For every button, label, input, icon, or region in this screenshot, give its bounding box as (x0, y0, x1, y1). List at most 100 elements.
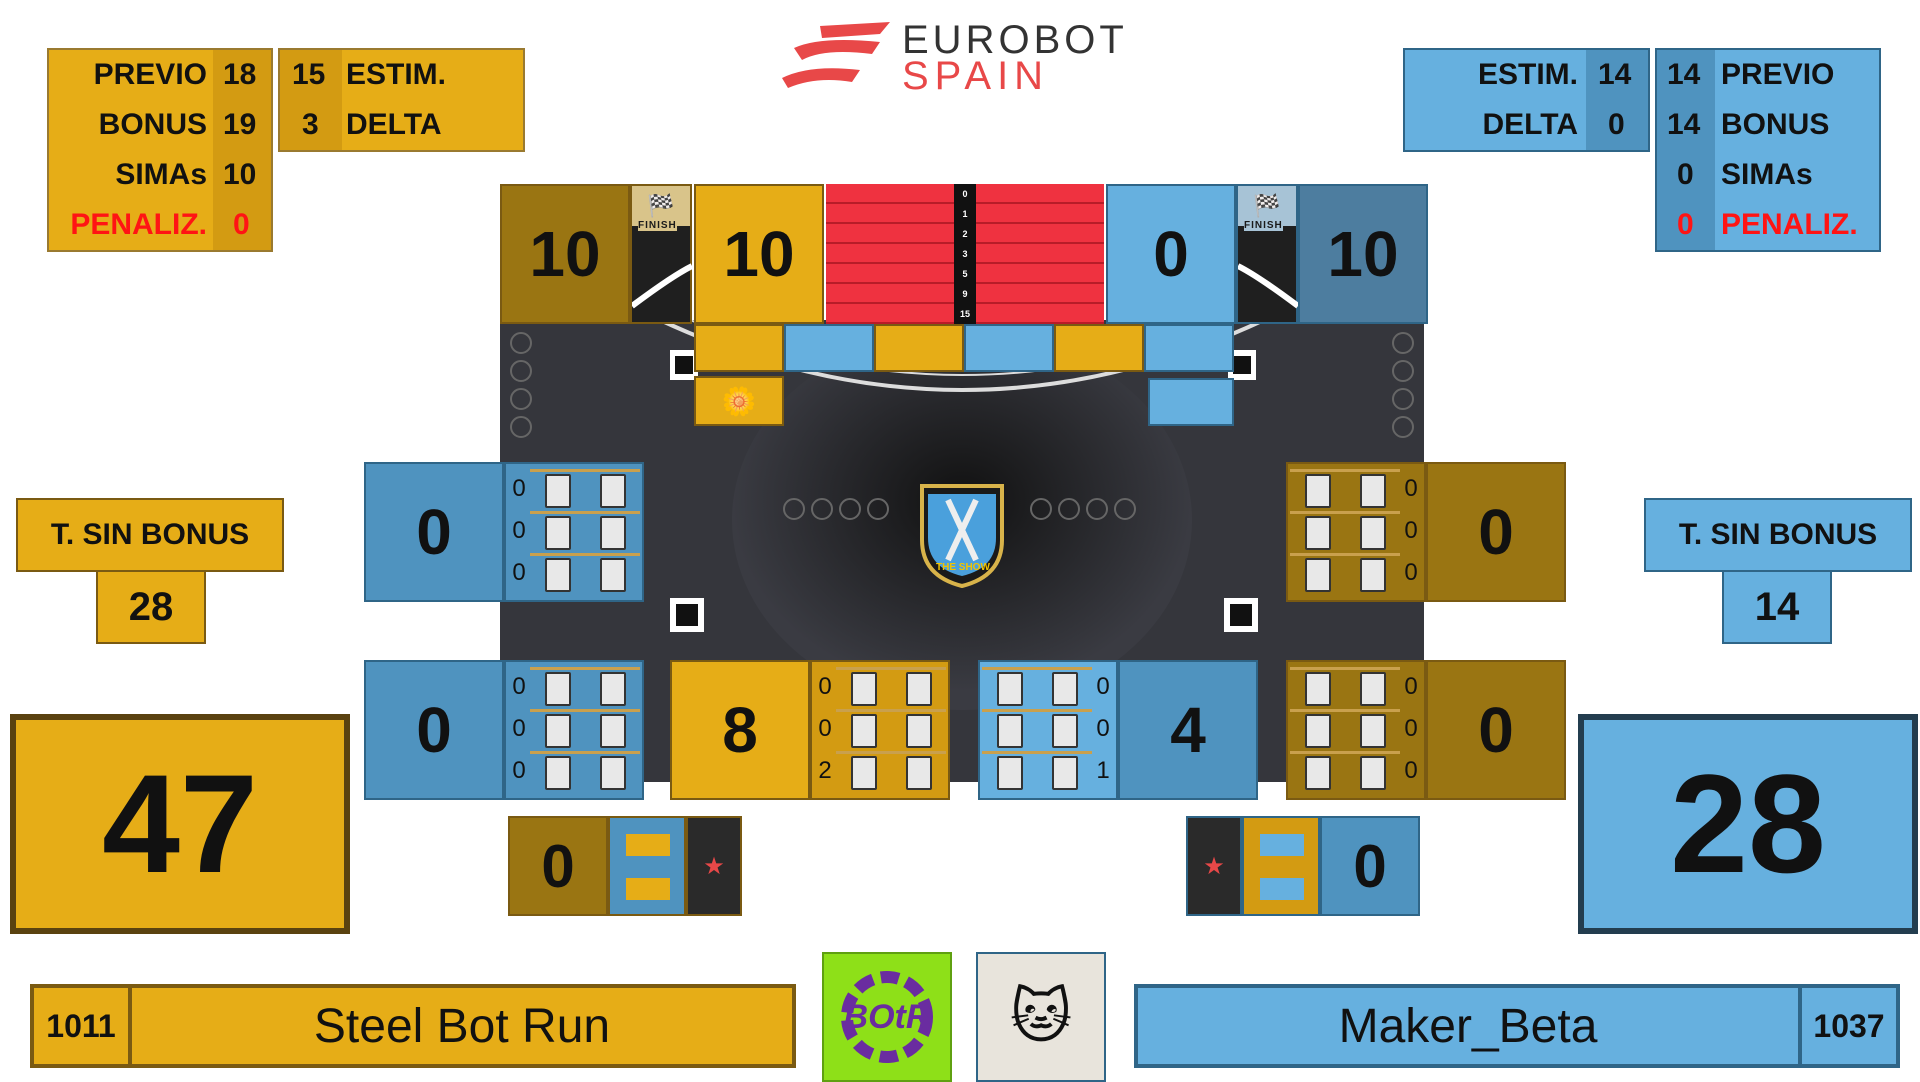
blue-pit-tiles (1242, 816, 1320, 916)
blue-bonus-label: BONUS (1721, 108, 1830, 141)
can-stack-icon (530, 666, 640, 708)
yellow-sin-bonus-label: T. SIN BONUS (16, 498, 284, 572)
tile-blue (784, 324, 874, 372)
can-stack-icon (530, 510, 640, 552)
can-stack-icon (530, 750, 640, 792)
field-logo-text: THE SHOW (936, 562, 990, 573)
can-stack-icon (982, 750, 1092, 792)
tile-yellow (1054, 324, 1144, 372)
blue-team-logo: 🐱 (976, 952, 1106, 1082)
logo-swoosh-icon (782, 22, 890, 88)
yellow-bonus-label: BONUS (98, 108, 207, 141)
blue-mid-zone-score: 4 (1118, 660, 1258, 800)
yellow-banner-score: 10 (694, 184, 824, 324)
blue-stats-panel: 14 PREVIO 14 BONUS 0 SIMAs 0 PENALIZ. (1655, 48, 1881, 252)
field-circles-right (1392, 332, 1414, 438)
yellow-pit-tiles (608, 816, 686, 916)
ladder-tick: 5 (962, 269, 968, 279)
eurobot-logo: EUROBOT SPAIN (780, 18, 1160, 98)
blue-simas-value: 0 (1677, 158, 1694, 191)
blue-total-score: 28 (1578, 714, 1918, 934)
left-top-zone-score: 0 (364, 462, 504, 602)
ladder-ticks: 0 1 2 3 5 9 15 (954, 184, 976, 324)
can-stack-icon (982, 666, 1092, 708)
plant-icon: 🌼 (721, 385, 757, 417)
stack-count: 0 (1404, 559, 1418, 586)
ladder-tick: 0 (962, 189, 968, 199)
stack-count: 0 (818, 715, 832, 742)
stack-count: 0 (1096, 673, 1110, 700)
yellow-delta-label: DELTA (346, 108, 442, 141)
yellow-sin-bonus-value: 28 (96, 570, 206, 644)
finish-flag-icon: 🏁 (1238, 186, 1296, 226)
can-stack-icon (1290, 468, 1400, 510)
ladder-tick: 1 (962, 209, 968, 219)
blue-estim-panel: ESTIM. 14 DELTA 0 (1403, 48, 1650, 152)
can-stack-icon (1290, 552, 1400, 594)
gear-icon (841, 971, 933, 1063)
stack-count: 0 (1404, 757, 1418, 784)
marker-icon (670, 598, 704, 632)
ladder-tick: 2 (962, 229, 968, 239)
yellow-team-name: Steel Bot Run (313, 999, 611, 1053)
blue-mid-stacks: 0 0 1 (978, 660, 1118, 800)
can-stack-icon (982, 708, 1092, 750)
blue-delta-value: 0 (1608, 108, 1625, 141)
can-stack-icon (1290, 750, 1400, 792)
blue-pit-score: 0 (1320, 816, 1420, 916)
marker-icon (670, 350, 698, 380)
can-stack-icon (836, 666, 946, 708)
yellow-backstage-score: 10 (500, 184, 630, 324)
red-ladder-left (826, 184, 954, 324)
mascot-icon: 🐱 (1009, 983, 1073, 1050)
field-circles-mid-left (783, 498, 889, 520)
yellow-estim-label: ESTIM. (346, 58, 447, 91)
blue-team-id: 1037 (1798, 988, 1896, 1064)
finish-label: FINISH (638, 220, 677, 231)
yellow-plant-tile: 🌼 (694, 376, 784, 426)
yellow-previo-label: PREVIO (93, 58, 207, 91)
sponsor-logo-text: BOtR (843, 997, 931, 1036)
right-bottom-zone-score: 0 (1426, 660, 1566, 800)
yellow-bonus-value: 19 (223, 108, 257, 141)
right-top-stacks: 0 0 0 (1286, 462, 1426, 602)
can-stack-icon (1290, 708, 1400, 750)
blue-backstage-score: 10 (1298, 184, 1428, 324)
field-circles-left (510, 332, 532, 438)
yellow-delta-value: 3 (302, 108, 319, 141)
stack-count: 0 (818, 673, 832, 700)
stack-count: 1 (1096, 757, 1110, 784)
stack-count: 0 (512, 559, 526, 586)
blue-penaliz-label: PENALIZ. (1721, 208, 1858, 241)
yellow-estim-panel: 15 ESTIM. 3 DELTA (278, 48, 525, 152)
can-stack-icon (530, 708, 640, 750)
right-top-zone-score: 0 (1426, 462, 1566, 602)
left-bottom-zone-score: 0 (364, 660, 504, 800)
stack-count: 0 (512, 673, 526, 700)
tile-blue (1144, 324, 1234, 372)
left-bottom-stacks: 0 0 0 (504, 660, 644, 800)
blue-sin-bonus-value: 14 (1722, 570, 1832, 644)
stack-count: 0 (512, 757, 526, 784)
tile-yellow (694, 324, 784, 372)
red-ladder-right (976, 184, 1104, 324)
can-stack-icon (836, 708, 946, 750)
ladder-tick: 9 (962, 289, 968, 299)
logo-line1: EUROBOT (902, 18, 1128, 62)
can-stack-icon (1290, 666, 1400, 708)
blue-estim-label: ESTIM. (1477, 58, 1578, 91)
shield-icon (920, 484, 1004, 589)
can-stack-icon (1290, 510, 1400, 552)
marker-icon (1224, 598, 1258, 632)
yellow-team-logo: BOtR (822, 952, 952, 1082)
blue-finish-zone: 🏁 FINISH (1236, 184, 1298, 324)
can-stack-icon (530, 468, 640, 510)
yellow-estim-value: 15 (292, 58, 326, 91)
yellow-pit-score: 0 (508, 816, 608, 916)
logo-line2: SPAIN (902, 54, 1050, 98)
stack-count: 0 (1404, 715, 1418, 742)
stack-count: 0 (1096, 715, 1110, 742)
yellow-team-id: 1011 (34, 988, 132, 1064)
track-curve-icon (632, 263, 692, 309)
blue-penaliz-value: 0 (1677, 208, 1694, 241)
